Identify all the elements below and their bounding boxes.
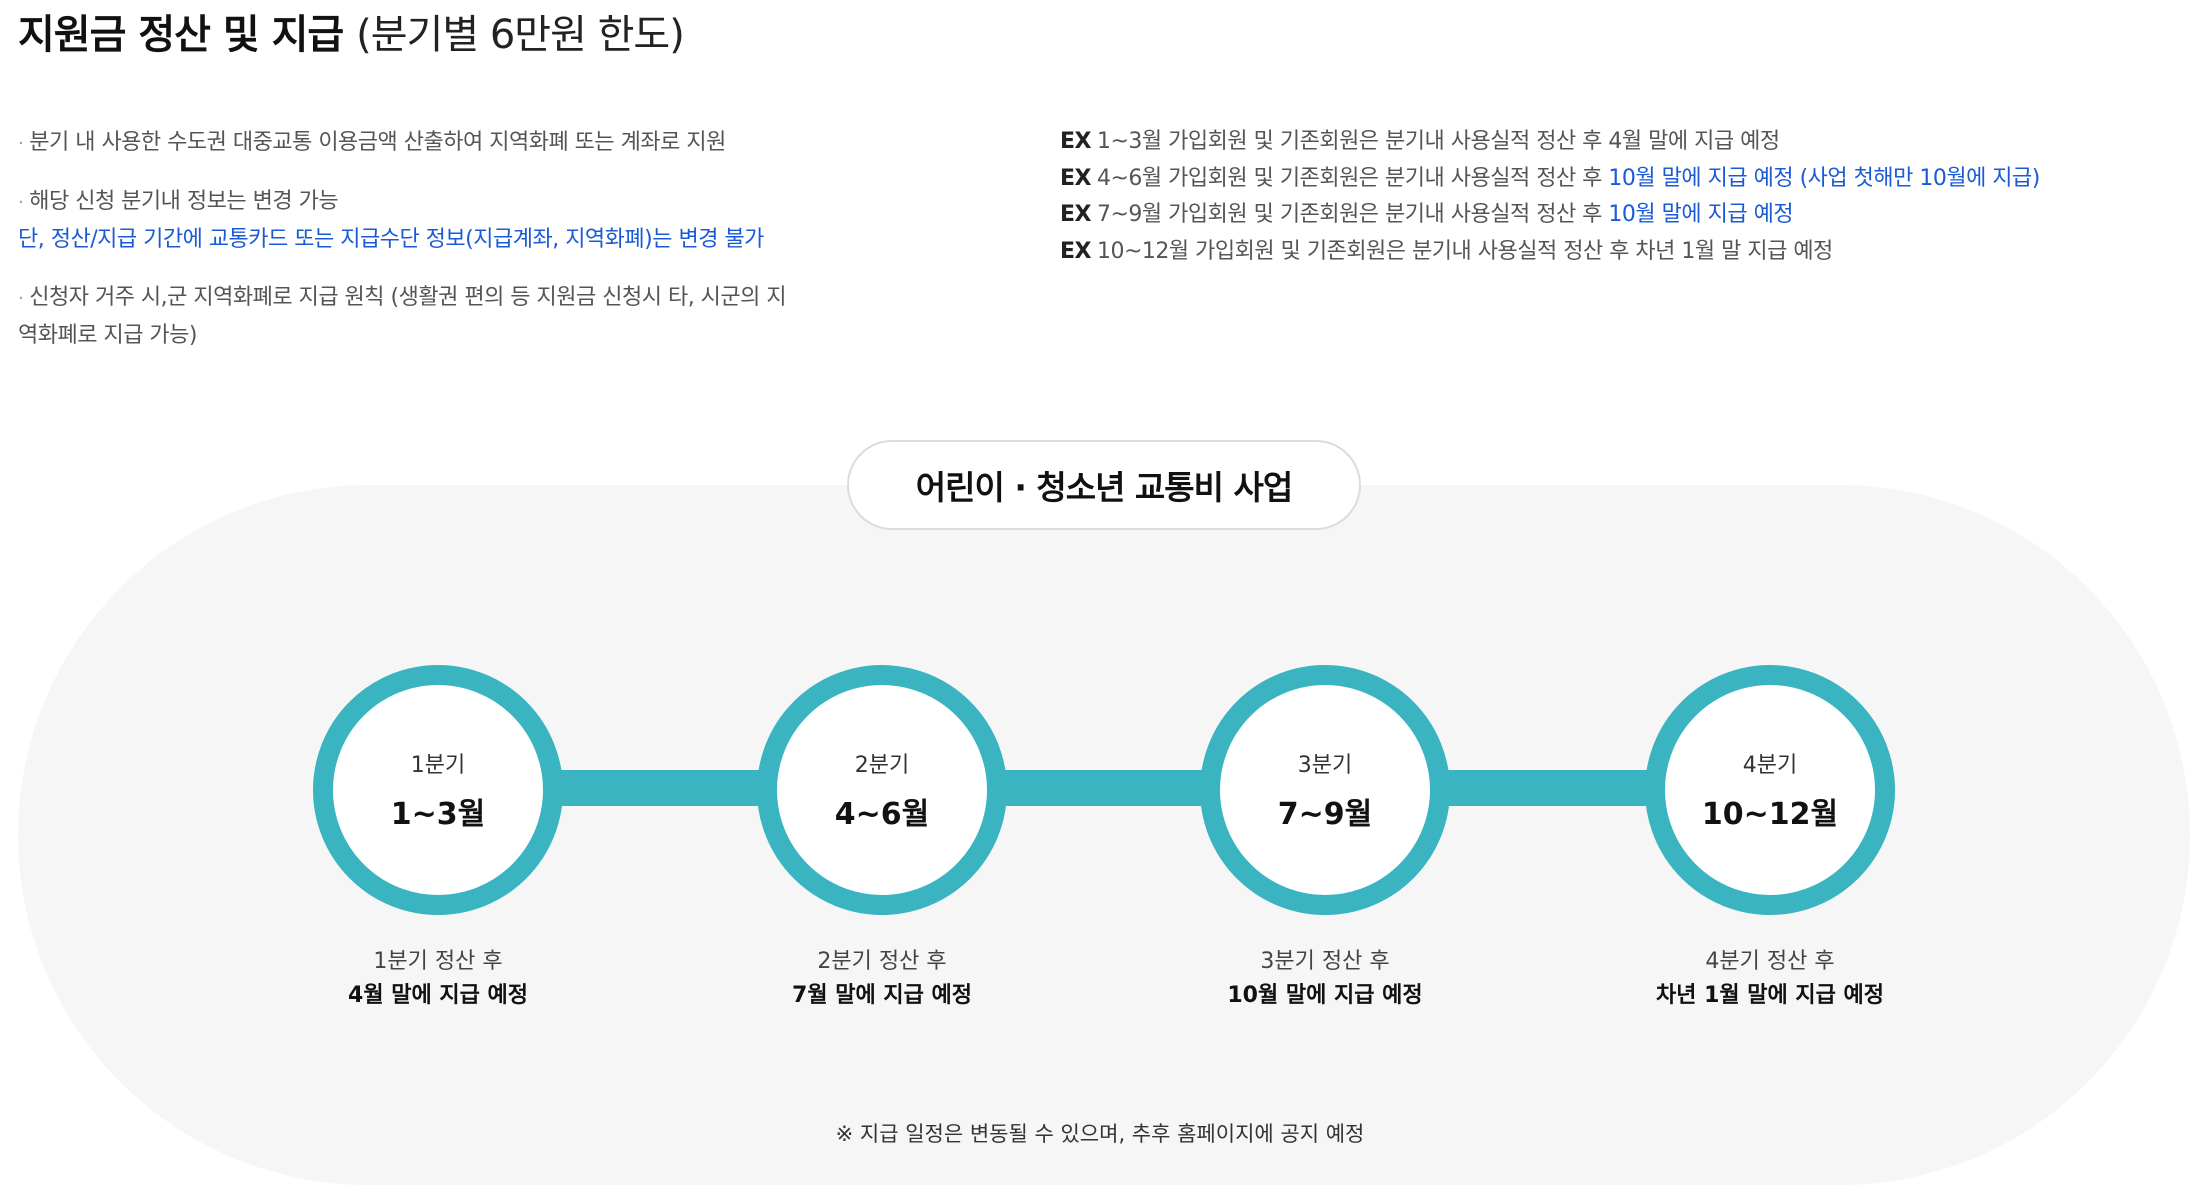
quarter-circle-3: 3분기 7~9월 <box>1200 665 1450 915</box>
page-title: 지원금 정산 및 지급 (분기별 6만원 한도) <box>18 2 685 60</box>
bullet-text: 역화폐로 지급 가능) <box>18 323 198 348</box>
quarter-months: 4~6월 <box>834 797 930 832</box>
example-text: 10~12월 가입회원 및 기존회원은 분기내 사용실적 정산 후 차년 1월 … <box>1097 238 1833 264</box>
quarter-label: 1분기 <box>410 753 466 778</box>
info-bullet: ·분기 내 사용한 수도권 대중교통 이용금액 산출하여 지역화폐 또는 계좌로… <box>18 124 798 162</box>
caption-line: 4분기 정산 후 <box>1705 949 1835 974</box>
quarter-months: 10~12월 <box>1701 797 1839 832</box>
page-title-sub: (분기별 6만원 한도) <box>356 12 685 58</box>
caption-line: 2분기 정산 후 <box>817 949 947 974</box>
caption-line: 1분기 정산 후 <box>373 949 503 974</box>
timeline-connector <box>1430 770 1660 806</box>
schedule-note: ※ 지급 일정은 변동될 수 있으며, 추후 홈페이지에 공지 예정 <box>835 1122 1365 1146</box>
bullet-dot-icon: · <box>18 288 24 309</box>
example-text: 1~3월 가입회원 및 기존회원은 분기내 사용실적 정산 후 4월 말에 지급… <box>1097 129 1780 154</box>
info-bullet-list: ·분기 내 사용한 수도권 대중교통 이용금액 산출하여 지역화폐 또는 계좌로… <box>18 124 798 375</box>
caption-payment: 10월 말에 지급 예정 <box>1227 983 1423 1008</box>
example-text: 4~6월 가입회원 및 기존회원은 분기내 사용실적 정산 후 <box>1097 165 1609 191</box>
bullet-text: 분기 내 사용한 수도권 대중교통 이용금액 산출하여 지역화폐 또는 계좌로 … <box>29 130 726 155</box>
example-text: 7~9월 가입회원 및 기존회원은 분기내 사용실적 정산 후 <box>1097 202 1609 227</box>
timeline-connector <box>990 770 1220 806</box>
example-highlight: 10월 말에 지급 예정 (사업 첫해만 10월에 지급) <box>1608 165 2040 191</box>
quarter-caption-3: 3분기 정산 후 10월 말에 지급 예정 <box>1165 945 1485 1013</box>
info-bullet: ·신청자 거주 시,군 지역화폐로 지급 원칙 (생활권 편의 등 지원금 신청… <box>18 279 798 354</box>
caption-line: 3분기 정산 후 <box>1260 949 1390 974</box>
caption-payment: 7월 말에 지급 예정 <box>792 983 972 1008</box>
bullet-dot-icon: · <box>18 192 24 213</box>
example-label: EX <box>1060 165 1092 191</box>
quarter-caption-4: 4분기 정산 후 차년 1월 말에 지급 예정 <box>1610 945 1930 1013</box>
quarter-circle-2: 2분기 4~6월 <box>757 665 1007 915</box>
quarter-caption-1: 1분기 정산 후 4월 말에 지급 예정 <box>278 945 598 1013</box>
timeline-connector <box>550 770 770 806</box>
quarter-circle-4: 4분기 10~12월 <box>1645 665 1895 915</box>
info-bullet: ·해당 신청 분기내 정보는 변경 가능 단, 정산/지급 기간에 교통카드 또… <box>18 183 798 258</box>
bullet-dot-icon: · <box>18 133 24 154</box>
quarter-months: 7~9월 <box>1277 797 1373 832</box>
quarter-caption-2: 2분기 정산 후 7월 말에 지급 예정 <box>722 945 1042 1013</box>
quarter-months: 1~3월 <box>390 797 486 832</box>
bullet-text: 해당 신청 분기내 정보는 변경 가능 <box>29 189 339 214</box>
quarter-label: 2분기 <box>854 753 910 778</box>
program-title-pill: 어린이 · 청소년 교통비 사업 <box>847 440 1361 530</box>
example-label: EX <box>1060 202 1092 227</box>
example-label: EX <box>1060 238 1092 264</box>
example-highlight: 10월 말에 지급 예정 <box>1608 202 1794 227</box>
quarter-label: 4분기 <box>1742 753 1798 778</box>
caption-payment: 차년 1월 말에 지급 예정 <box>1655 983 1885 1008</box>
example-label: EX <box>1060 129 1092 154</box>
caption-payment: 4월 말에 지급 예정 <box>348 983 528 1008</box>
quarter-circle-1: 1분기 1~3월 <box>313 665 563 915</box>
page-title-main: 지원금 정산 및 지급 <box>18 12 344 58</box>
bullet-text-highlight: 단, 정산/지급 기간에 교통카드 또는 지급수단 정보(지급계좌, 지역화폐)… <box>18 227 764 252</box>
bullet-text: 신청자 거주 시,군 지역화폐로 지급 원칙 (생활권 편의 등 지원금 신청시… <box>29 285 787 310</box>
quarter-label: 3분기 <box>1297 753 1353 778</box>
